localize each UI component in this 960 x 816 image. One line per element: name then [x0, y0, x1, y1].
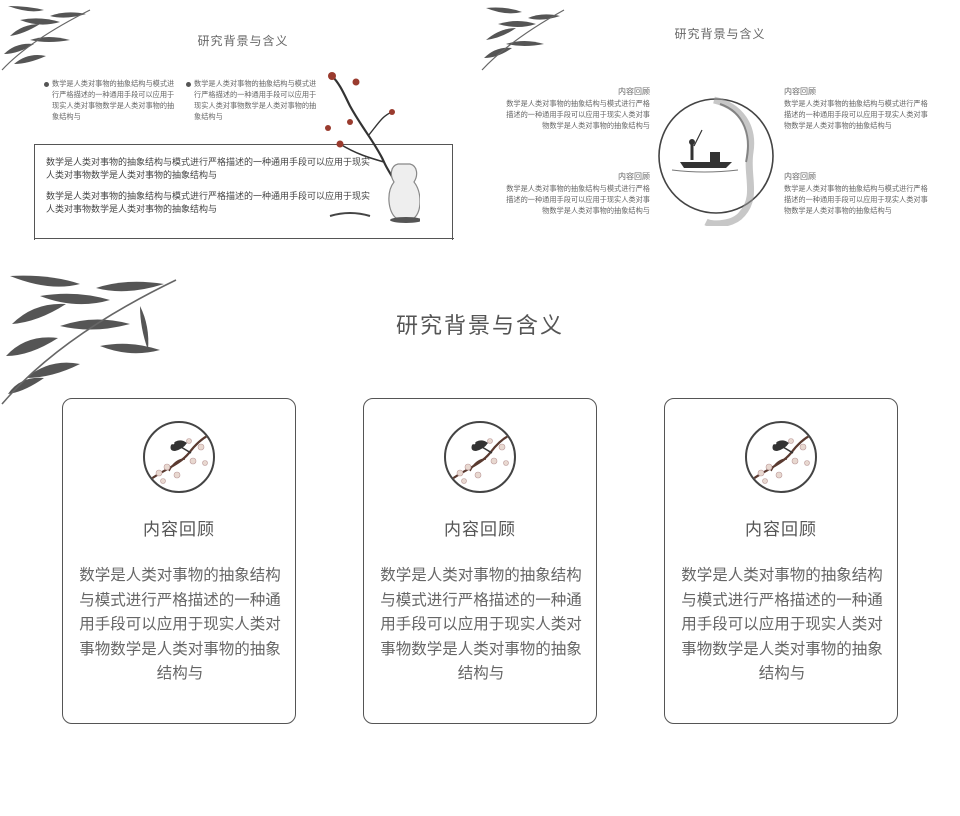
box-left-border [34, 144, 36, 240]
card-text: 数学是人类对事物的抽象结构与模式进行严格描述的一种通用手段可以应用于现实人类对事… [681, 566, 883, 682]
slide-top-left: 研究背景与含义 数学是人类对事物的抽象结构与模式进行严格描述的一种通用手段可以应… [0, 0, 470, 250]
content-card: 内容回顾 数学是人类对事物的抽象结构与模式进行严格描述的一种通用手段可以应用于现… [363, 398, 597, 724]
block-heading: 内容回顾 [784, 87, 816, 96]
slide-title: 研究背景与含义 [197, 34, 289, 48]
box-top-border [34, 144, 452, 146]
boat-scene-icon [658, 96, 774, 226]
bullet-text: 数学是人类对事物的抽象结构与模式进行严格描述的一种通用手段可以应用于现实人类对事… [52, 79, 175, 121]
block-text: 数学是人类对事物的抽象结构与模式进行严格描述的一种通用手段可以应用于现实人类对事… [506, 184, 650, 215]
content-card: 内容回顾 数学是人类对事物的抽象结构与模式进行严格描述的一种通用手段可以应用于现… [664, 398, 898, 724]
slide-title: 研究背景与含义 [674, 27, 766, 41]
card-title: 内容回顾 [143, 520, 215, 540]
block-text: 数学是人类对事物的抽象结构与模式进行严格描述的一种通用手段可以应用于现实人类对事… [506, 99, 650, 130]
bullet-dot-icon [44, 82, 49, 87]
bamboo-leaves-icon [481, 7, 565, 71]
bullet-text: 数学是人类对事物的抽象结构与模式进行严格描述的一种通用手段可以应用于现实人类对事… [194, 79, 317, 121]
block-heading: 内容回顾 [784, 172, 816, 181]
bamboo-leaves-icon [1, 6, 91, 71]
card-title: 内容回顾 [745, 520, 817, 540]
slide-main: 研究背景与含义 内容回顾 数学是人类对事物的抽象结构与模式进行严格描述的一种通用… [0, 266, 960, 816]
card-text: 数学是人类对事物的抽象结构与模式进行严格描述的一种通用手段可以应用于现实人类对事… [79, 566, 281, 682]
bird-plum-icon [150, 434, 210, 484]
block-heading: 内容回顾 [618, 172, 650, 181]
content-card: 内容回顾 数学是人类对事物的抽象结构与模式进行严格描述的一种通用手段可以应用于现… [62, 398, 296, 724]
bullet-dot-icon [186, 82, 191, 87]
bird-plum-icon [451, 434, 511, 484]
box-bottom-border [34, 238, 454, 240]
card-text: 数学是人类对事物的抽象结构与模式进行严格描述的一种通用手段可以应用于现实人类对事… [380, 566, 582, 682]
block-text: 数学是人类对事物的抽象结构与模式进行严格描述的一种通用手段可以应用于现实人类对事… [784, 184, 928, 215]
plum-vase-icon [325, 72, 420, 223]
box-right-border [452, 144, 454, 240]
block-text: 数学是人类对事物的抽象结构与模式进行严格描述的一种通用手段可以应用于现实人类对事… [784, 99, 928, 130]
bird-plum-medal [745, 421, 817, 493]
box-paragraph: 数学是人类对事物的抽象结构与模式进行严格描述的一种通用手段可以应用于现实人类对事… [46, 192, 371, 215]
box-paragraph: 数学是人类对事物的抽象结构与模式进行严格描述的一种通用手段可以应用于现实人类对事… [46, 158, 371, 181]
bird-plum-icon [752, 434, 812, 484]
bird-plum-medal [444, 421, 516, 493]
bird-plum-medal [143, 421, 215, 493]
slide-top-right: 研究背景与含义 内容回顾 数学是人类对事物的抽象结构与模式进行严格描述的一种通用… [480, 0, 960, 250]
block-heading: 内容回顾 [618, 87, 650, 96]
card-title: 内容回顾 [444, 520, 516, 540]
bamboo-leaves-icon [1, 275, 177, 405]
page-title: 研究背景与含义 [395, 314, 564, 339]
